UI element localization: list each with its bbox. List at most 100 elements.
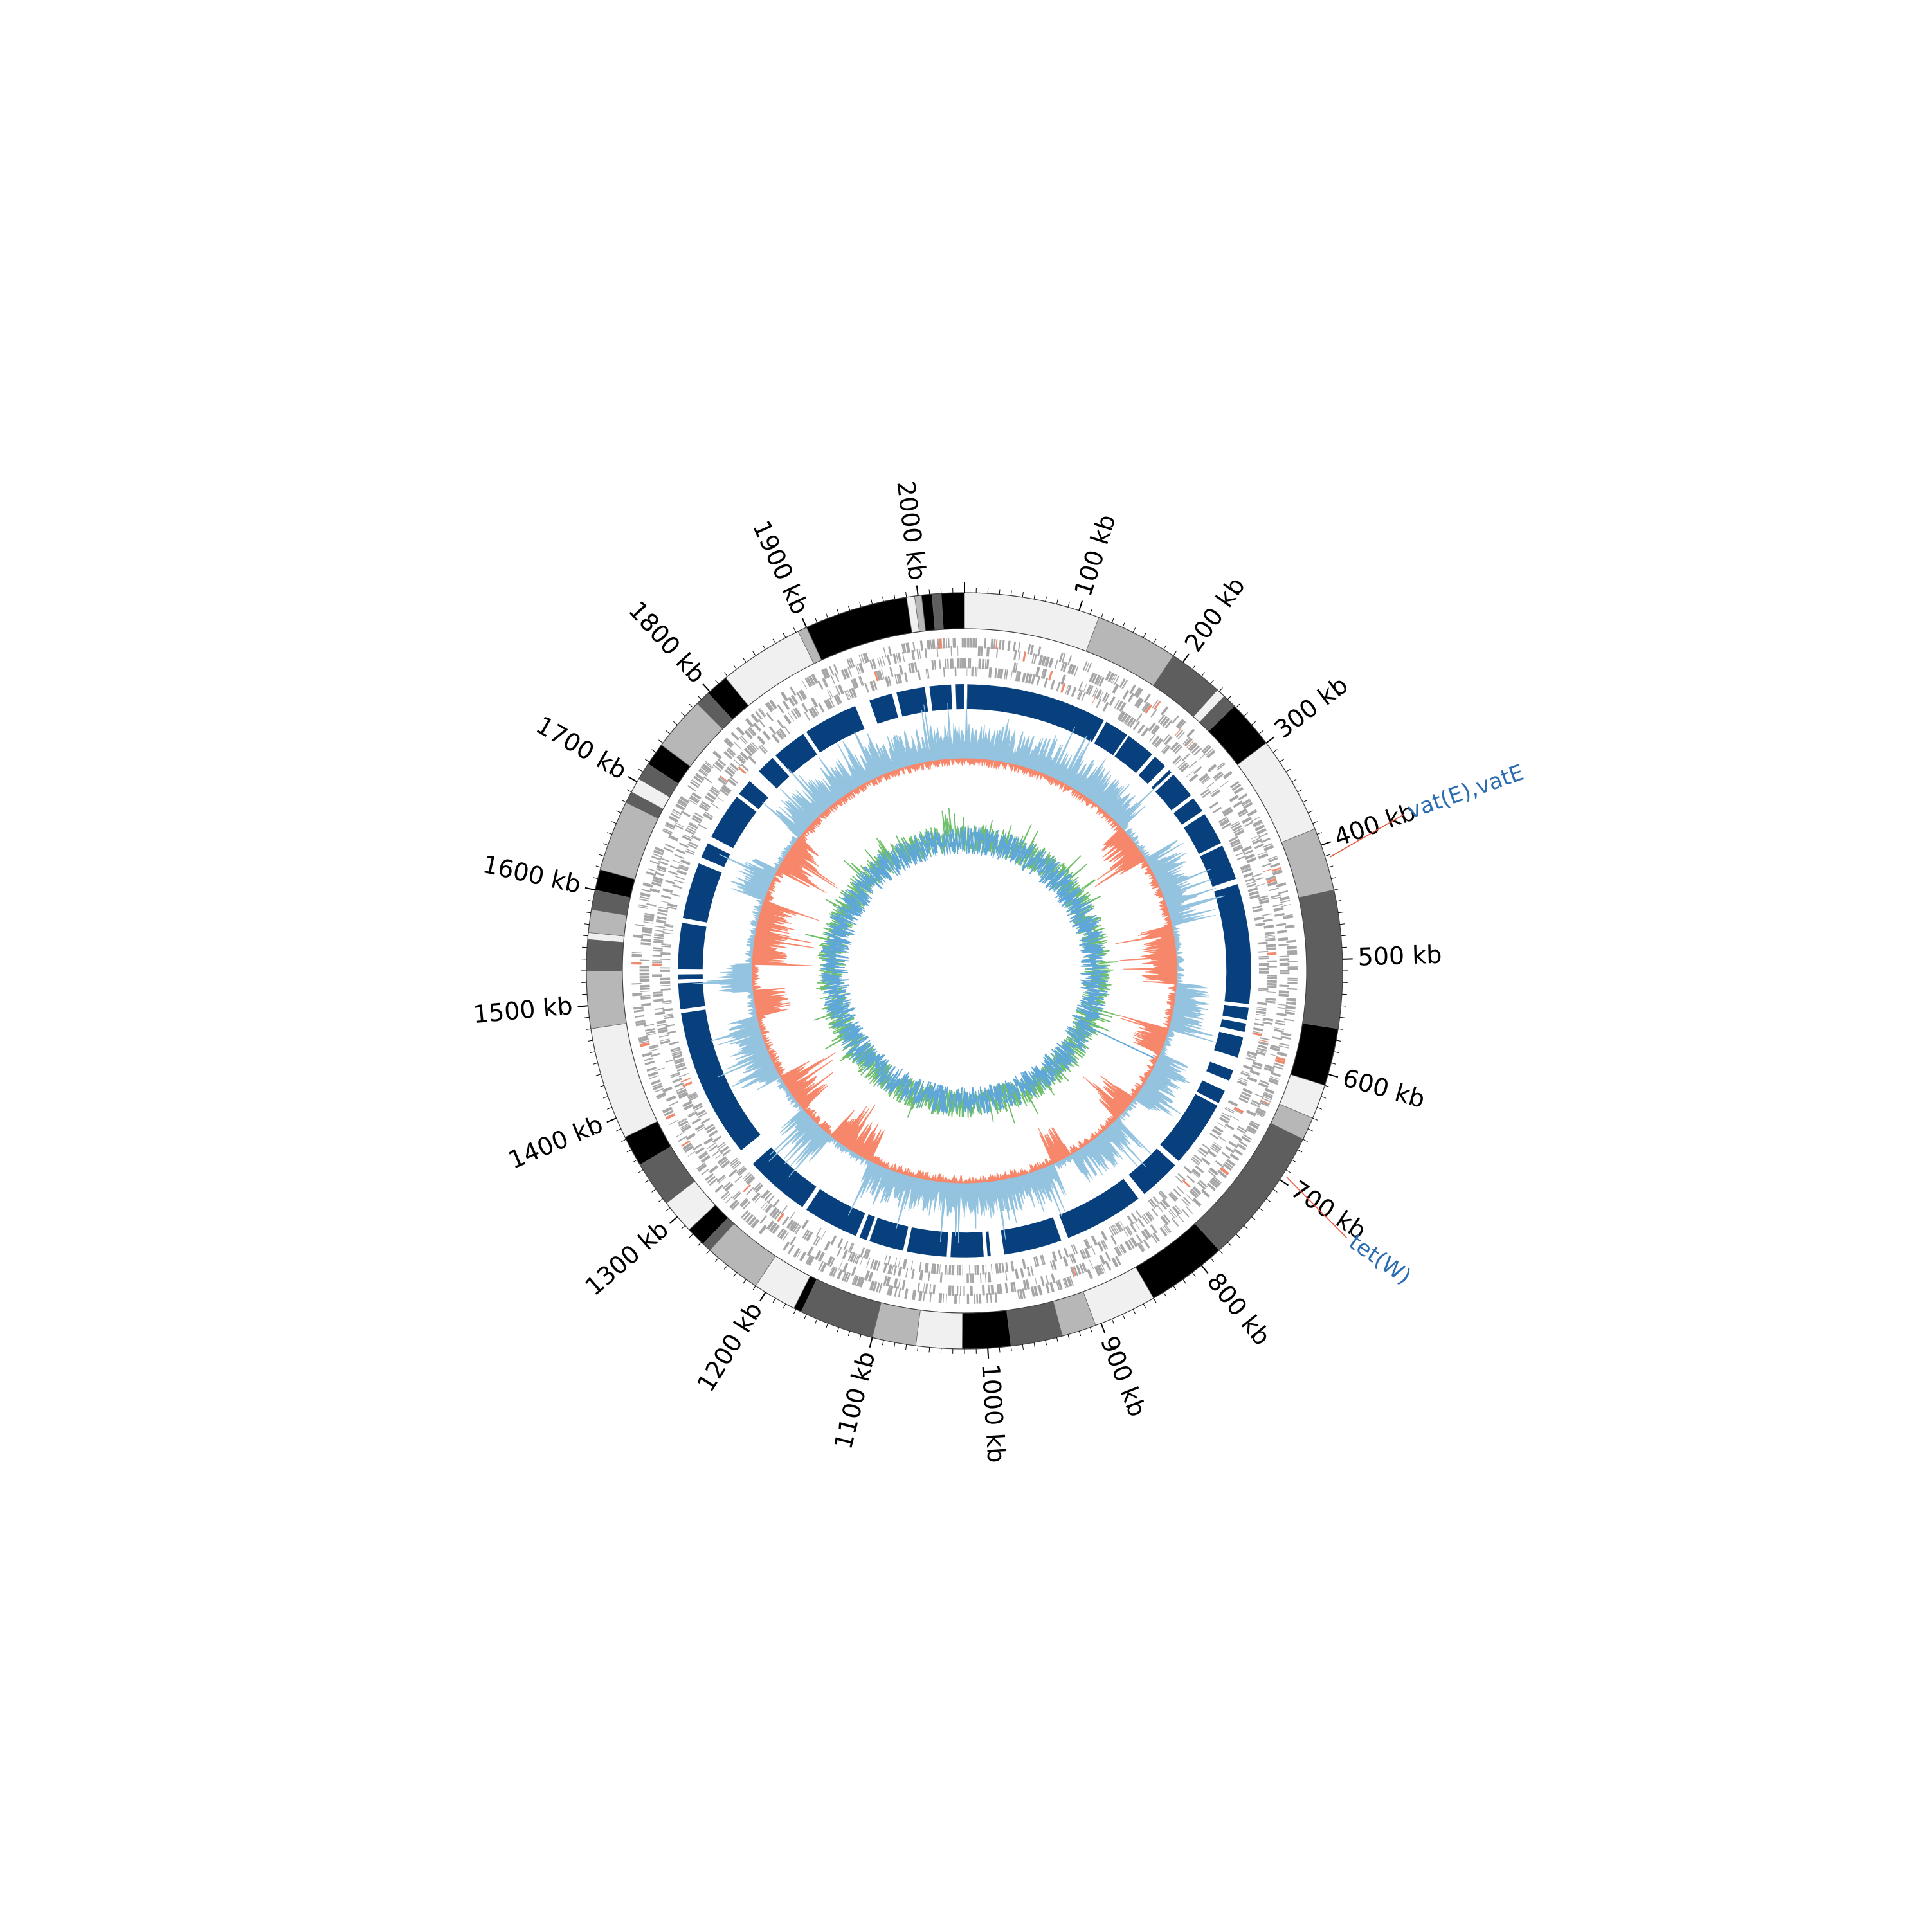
cds-feature [976,1294,978,1303]
cds-feature [648,868,657,872]
cds-feature [968,658,969,668]
cds-feature [948,1265,951,1275]
cds-feature [1127,692,1134,702]
tick-label: 100 kb [1069,511,1121,600]
cds-feature [948,1285,952,1296]
cds-feature [709,1178,718,1186]
minor-tick [773,639,775,644]
cds-feature [1150,709,1157,718]
cds-feature [988,1285,990,1295]
cds-feature [962,638,964,647]
cds-feature [1096,698,1101,708]
minor-tick [1252,1217,1256,1220]
cds-feature [632,952,642,953]
cds-feature [1182,1180,1191,1188]
cds-feature [1278,937,1288,941]
cds-feature [1265,936,1275,938]
cds-feature [957,1286,959,1296]
cds-feature [970,1286,973,1296]
minor-tick [1211,1258,1214,1262]
minor-tick [593,1063,598,1064]
cds-feature [1255,923,1265,926]
cds-feature [858,663,864,673]
cds-feature [655,872,665,876]
cds-feature [993,639,996,649]
cds-feature [652,962,662,964]
major-tick [802,618,807,627]
minor-tick [652,750,657,753]
cds-feature [654,937,664,939]
cds-feature [663,929,673,932]
cds-feature [640,942,651,945]
cds-feature [653,950,662,952]
cds-feature [952,638,954,647]
cds-feature [842,1249,848,1259]
minor-tick [645,759,649,762]
cds-feature [748,755,756,764]
cds-feature [1278,993,1289,997]
cds-feature [830,1235,837,1245]
cds-feature [1265,998,1276,1001]
cds-feature [682,1081,693,1087]
tick-label: 500 kb [1357,941,1442,971]
minor-tick [689,704,693,708]
cds-feature [1255,883,1265,887]
cds-feature [1049,1282,1055,1292]
cds-feature [1172,755,1181,764]
cds-feature [1129,684,1136,694]
cds-feature [1228,1141,1238,1148]
cds-feature [974,1294,975,1303]
minor-tick [763,645,765,649]
cds-feature [679,1073,689,1078]
cds-feature [662,888,673,893]
cds-feature [904,1288,908,1299]
cds-feature [1151,1208,1158,1216]
major-tick [1266,737,1274,743]
cds-feature [661,946,671,948]
minor-tick [1273,1189,1278,1193]
cds-feature [1269,1053,1278,1056]
major-tick [607,1118,617,1122]
cds-feature [1267,980,1277,983]
minor-tick [1340,924,1345,925]
major-tick [1101,1323,1105,1333]
cds-feature [1144,694,1151,703]
minor-tick [633,1160,637,1162]
cds-feature [1037,676,1040,686]
cds-feature [887,655,891,665]
cds-feature [640,985,650,988]
cds-feature [932,1285,936,1295]
cds-feature [1099,1254,1106,1265]
minor-tick [734,1272,737,1276]
minor-tick [793,627,796,632]
cds-feature [1252,873,1262,878]
cds-feature [925,648,928,658]
minor-tick [1298,790,1302,792]
cds-feature [640,959,649,961]
minor-tick [596,1074,601,1076]
cds-feature [971,667,974,676]
cds-feature [1263,919,1273,923]
cds-feature [964,658,966,668]
cds-feature [898,1258,900,1268]
cds-feature [948,638,950,648]
cds-feature [777,719,784,728]
cds-feature [1087,663,1092,673]
cds-feature [1254,916,1265,921]
cds-feature [1277,930,1287,934]
cds-feature [829,666,834,676]
cds-feature [1277,1051,1287,1056]
minor-tick [1133,1309,1136,1314]
cds-feature [1105,1261,1112,1270]
cds-feature [714,1184,723,1193]
cds-feature [1287,978,1297,980]
tick-label: 1300 kb [580,1215,674,1301]
major-tick [703,684,710,692]
minor-tick [1046,1340,1047,1345]
minor-tick [1154,1298,1156,1303]
cds-feature [1102,702,1109,712]
cds-feature [950,658,952,669]
cds-feature [1172,715,1179,723]
cds-feature [1287,982,1297,984]
cds-feature [703,777,712,784]
